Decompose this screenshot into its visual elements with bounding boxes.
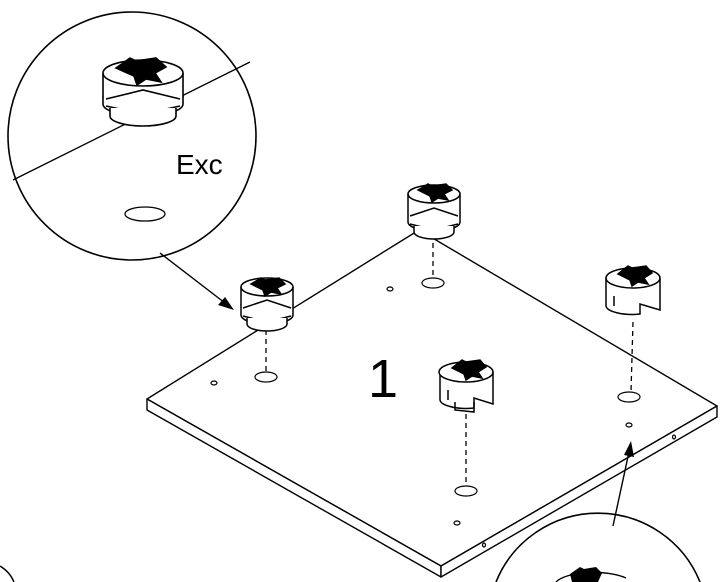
pointer-arrow: [159, 252, 234, 310]
cam-lock-icon: [605, 265, 661, 316]
step-number: 1: [368, 349, 399, 409]
cam-hole: [454, 485, 478, 497]
hole: [481, 542, 487, 548]
cam-hole: [421, 277, 445, 289]
arrow-icon: [616, 265, 654, 288]
cam-lock-icon: [240, 277, 294, 332]
cam-hole: [124, 206, 166, 222]
cam-lock-icon: [102, 57, 184, 127]
cam-lock-icon: [407, 183, 461, 240]
zoom-label: Exc: [176, 149, 223, 180]
arrow-icon: [570, 567, 602, 582]
cam-hole: [617, 391, 641, 403]
arrow-icon: [416, 183, 454, 204]
pointer-arrow: [612, 441, 634, 527]
arrow-icon: [249, 277, 287, 298]
zoom-detail-2: [495, 512, 701, 582]
panel-holes: [210, 286, 677, 548]
zoom-detail: [7, 11, 257, 261]
cam-holes: [254, 277, 641, 497]
hole: [386, 286, 394, 292]
hole: [625, 422, 633, 428]
arrow-icon: [450, 359, 488, 382]
zoom-detail-3: [0, 565, 15, 582]
hole: [671, 434, 677, 440]
hole: [453, 520, 461, 526]
cam-lock-icon: [438, 359, 494, 413]
panel-right-edge: [440, 405, 718, 578]
cam-hole: [254, 371, 278, 383]
hole: [210, 380, 218, 386]
arrow-icon: [114, 57, 168, 87]
